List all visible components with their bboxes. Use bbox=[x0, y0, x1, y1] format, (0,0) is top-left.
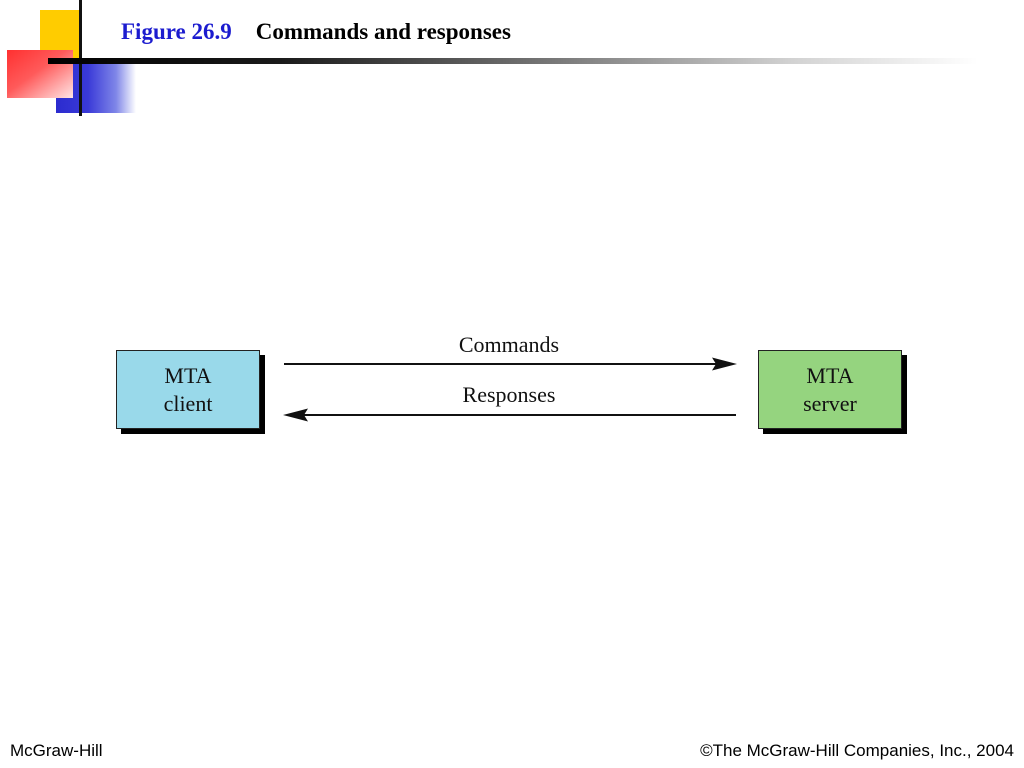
decor-horizontal-rule bbox=[48, 58, 978, 64]
footer-copyright: ©The McGraw-Hill Companies, Inc., 2004 bbox=[700, 741, 1014, 760]
slide-title: Figure 26.9 Commands and responses bbox=[121, 18, 511, 46]
node-mta-server: MTA server bbox=[758, 350, 902, 429]
edge-responses-arrowhead bbox=[283, 408, 308, 422]
figure-number: Figure 26.9 bbox=[121, 19, 232, 44]
edge-label-commands: Commands bbox=[458, 332, 560, 357]
node-server-line1: MTA bbox=[806, 362, 854, 388]
figure-caption: Commands and responses bbox=[255, 19, 511, 44]
edge-label-responses: Responses bbox=[462, 382, 556, 407]
footer-publisher: McGraw-Hill bbox=[10, 741, 103, 760]
node-mta-client: MTA client bbox=[116, 350, 260, 429]
edge-commands-arrowhead bbox=[712, 357, 737, 371]
node-server-line2: server bbox=[803, 390, 857, 416]
node-client-line2: client bbox=[163, 390, 213, 416]
node-client-line1: MTA bbox=[164, 362, 212, 388]
